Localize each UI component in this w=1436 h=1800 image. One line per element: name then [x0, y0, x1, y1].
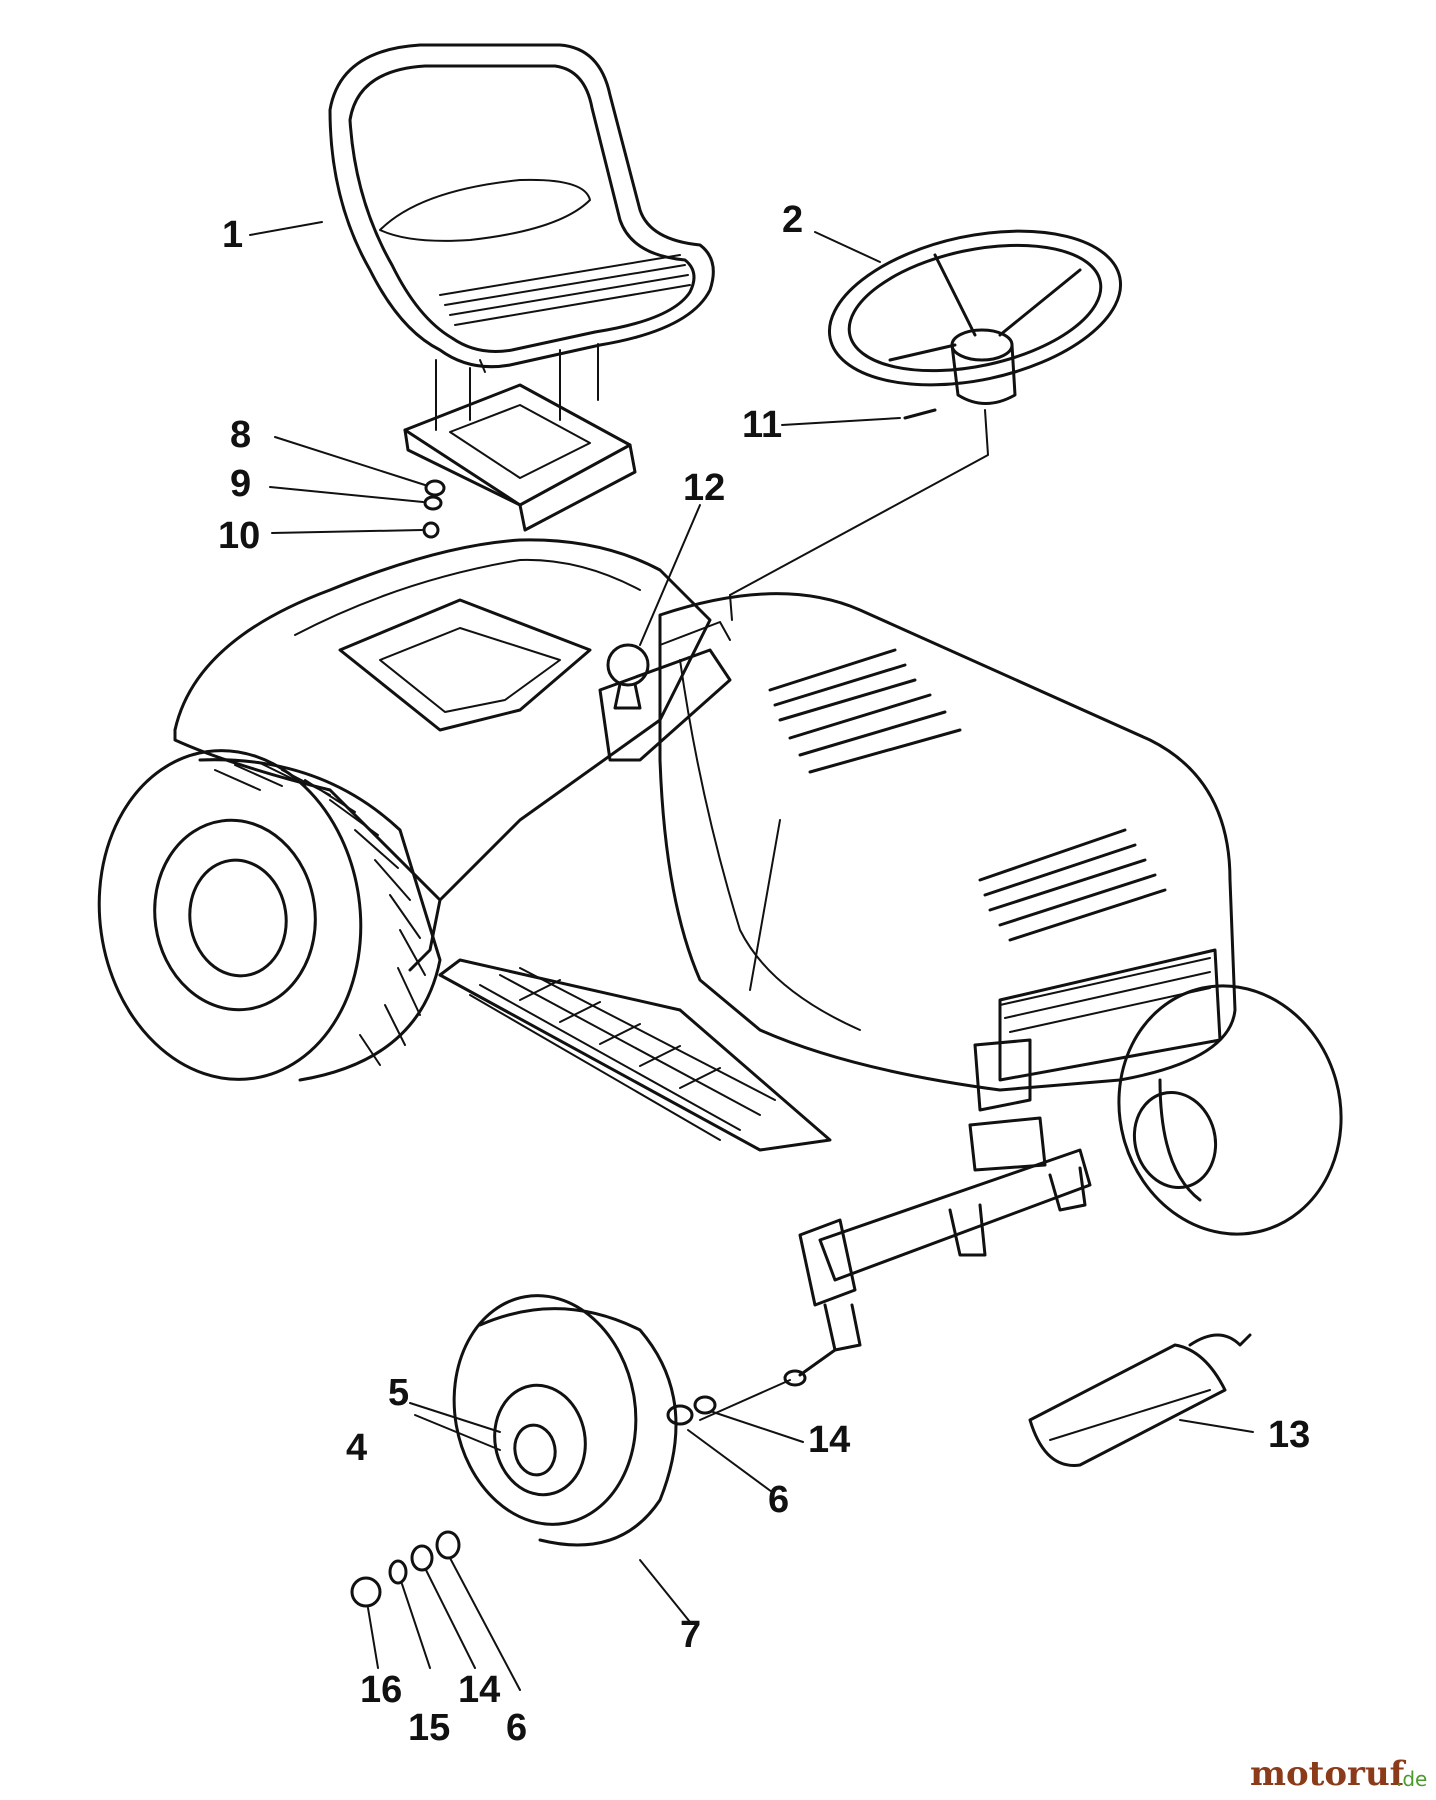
callout-15: 15: [408, 1707, 450, 1749]
rear-wheel: [97, 749, 442, 1082]
front-wheel-right: [1117, 984, 1343, 1236]
callout-1: 1: [222, 214, 243, 256]
seat: [328, 43, 715, 431]
watermark-main: motoruf: [1250, 1754, 1407, 1794]
front-axle: [699, 1148, 1092, 1421]
gear-knob: [606, 643, 650, 710]
callout-12: 12: [683, 467, 725, 509]
tractor-body: [173, 538, 1237, 1172]
callout-8: 8: [230, 414, 251, 456]
seat-bracket: [403, 383, 637, 532]
watermark: motoruf .de: [1250, 1754, 1427, 1794]
front-wheel-exploded: [452, 1294, 678, 1547]
watermark-suffix: .de: [1396, 1767, 1427, 1791]
callout-11: 11: [742, 404, 782, 446]
leader-lines: [249, 221, 1254, 1691]
callout-10: 10: [218, 515, 260, 557]
callout-6-right: 6: [768, 1479, 789, 1521]
callout-7: 7: [680, 1614, 701, 1656]
steering-wheel: [729, 229, 1123, 596]
callout-6-lower: 6: [506, 1707, 527, 1749]
callout-labels: 1 2 4 5 6 6 6 7 8 9 10 11 12 13 14 14 15…: [218, 199, 1310, 1749]
callout-16: 16: [360, 1669, 402, 1711]
hardware: [350, 408, 937, 1608]
callout-4: 4: [346, 1427, 367, 1469]
part-13-cover: [1028, 1333, 1252, 1467]
callout-9: 9: [230, 463, 251, 505]
callout-14-lower: 14: [458, 1669, 500, 1711]
callout-14-right: 14: [808, 1419, 850, 1461]
callout-2: 2: [782, 199, 803, 241]
callout-13: 13: [1268, 1414, 1310, 1456]
callout-5: 5: [388, 1372, 409, 1414]
